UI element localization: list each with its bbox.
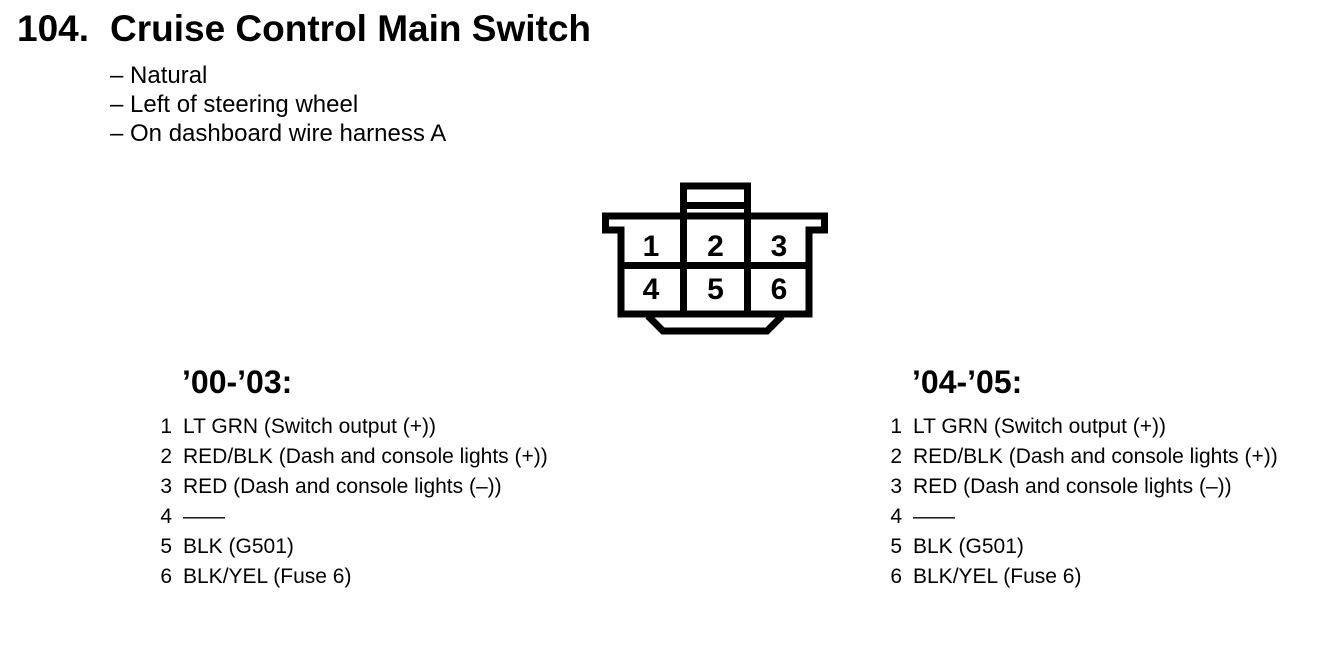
pin-label: —— — [183, 505, 225, 528]
pin-number: 4 — [890, 505, 902, 528]
pin-row: 3 RED (Dash and console lights (–)) — [888, 472, 1278, 502]
note-line: – Left of steering wheel — [110, 91, 359, 118]
connector-pin-4: 4 — [643, 273, 660, 306]
column-heading: ’00-’03: — [182, 364, 293, 400]
pin-row: 2 RED/BLK (Dash and console lights (+)) — [158, 442, 548, 472]
connector-body-outline — [602, 212, 828, 318]
pin-row: 1 LT GRN (Switch output (+)) — [888, 412, 1278, 442]
connector-bottom-key — [645, 313, 785, 335]
pin-label: BLK (G501) — [183, 535, 294, 558]
note-line: – Natural — [110, 62, 208, 89]
pin-number: 2 — [160, 445, 172, 468]
pin-number: 5 — [160, 535, 172, 558]
pin-label: LT GRN (Switch output (+)) — [183, 415, 437, 438]
connector-pinout-drawing: 1 2 3 4 5 6 — [602, 182, 828, 335]
pin-number: 4 — [160, 505, 172, 528]
connector-pin-1: 1 — [643, 230, 660, 263]
pin-number: 6 — [890, 565, 902, 588]
section-number: 104. — [17, 8, 90, 49]
pin-label: BLK (G501) — [913, 535, 1024, 558]
pin-row: 4 —— — [888, 502, 1278, 532]
page-title: Cruise Control Main Switch — [110, 8, 592, 49]
pin-number: 6 — [160, 565, 172, 588]
connector-pin-2: 2 — [707, 230, 724, 263]
pin-row: 4 —— — [158, 502, 548, 532]
connector-diagram: 1 2 3 4 5 6 — [595, 175, 835, 345]
pin-number: 3 — [160, 475, 172, 498]
pin-number: 3 — [890, 475, 902, 498]
section-header: 104. Cruise Control Main Switch — [17, 9, 591, 49]
pin-number: 5 — [890, 535, 902, 558]
pin-list: 1 LT GRN (Switch output (+)) 2 RED/BLK (… — [158, 412, 548, 592]
pin-row: 5 BLK (G501) — [888, 532, 1278, 562]
pinout-column-00-03: ’00-’03: 1 LT GRN (Switch output (+)) 2 … — [158, 364, 548, 592]
note-line: – On dashboard wire harness A — [110, 120, 447, 147]
pin-list: 1 LT GRN (Switch output (+)) 2 RED/BLK (… — [888, 412, 1278, 592]
pin-row: 3 RED (Dash and console lights (–)) — [158, 472, 548, 502]
pin-row: 5 BLK (G501) — [158, 532, 548, 562]
pin-label: RED (Dash and console lights (–)) — [913, 475, 1232, 498]
pin-row: 6 BLK/YEL (Fuse 6) — [888, 562, 1278, 592]
pin-number: 1 — [160, 415, 172, 438]
pin-label: BLK/YEL (Fuse 6) — [913, 565, 1082, 588]
pin-label: RED/BLK (Dash and console lights (+)) — [913, 445, 1278, 468]
connector-pin-5: 5 — [707, 273, 724, 306]
pin-row: 6 BLK/YEL (Fuse 6) — [158, 562, 548, 592]
pin-label: LT GRN (Switch output (+)) — [913, 415, 1167, 438]
notes-list: – Natural – Left of steering wheel – On … — [110, 61, 446, 148]
pin-label: BLK/YEL (Fuse 6) — [183, 565, 352, 588]
pinout-column-04-05: ’04-’05: 1 LT GRN (Switch output (+)) 2 … — [888, 364, 1278, 592]
pin-label: RED/BLK (Dash and console lights (+)) — [183, 445, 548, 468]
pin-number: 1 — [890, 415, 902, 438]
pin-label: RED (Dash and console lights (–)) — [183, 475, 502, 498]
pin-row: 1 LT GRN (Switch output (+)) — [158, 412, 548, 442]
connector-pin-6: 6 — [771, 273, 788, 306]
column-heading: ’04-’05: — [912, 364, 1023, 400]
pin-number: 2 — [890, 445, 902, 468]
pin-label: —— — [913, 505, 955, 528]
connector-pin-3: 3 — [771, 230, 788, 263]
pin-row: 2 RED/BLK (Dash and console lights (+)) — [888, 442, 1278, 472]
